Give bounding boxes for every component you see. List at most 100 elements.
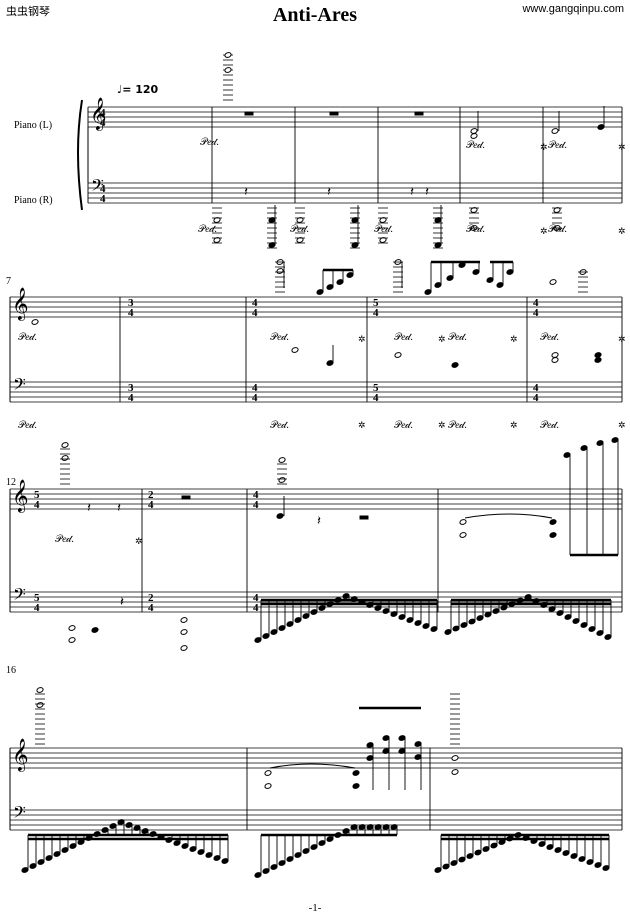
notehead (342, 828, 350, 834)
notehead (551, 357, 559, 363)
pedal-mark: 𝒫𝑒𝒹. (374, 224, 393, 235)
pedal-release: ✲ (618, 226, 626, 236)
pedal-release: ✲ (618, 142, 626, 152)
notehead (451, 769, 459, 775)
notehead (551, 128, 559, 134)
time-signature: 4 (252, 297, 258, 309)
notehead (276, 513, 284, 519)
pedal-mark: 𝒫𝑒𝒹. (466, 224, 485, 235)
half-rest (359, 515, 369, 520)
time-signature: 4 (148, 499, 154, 511)
time-signature: 4 (373, 307, 379, 319)
notehead (68, 637, 76, 643)
notehead (31, 319, 39, 325)
page-number: -1- (308, 902, 322, 914)
quarter-rest: 𝄽 (327, 184, 331, 199)
notehead (394, 352, 402, 358)
time-signature: 5 (373, 382, 379, 394)
pedal-mark: 𝒫𝑒𝒹. (540, 420, 559, 431)
time-signature: 2 (148, 489, 154, 501)
pedal-release: ✲ (438, 334, 446, 344)
instrument-label-upper: Piano (L) (14, 120, 53, 131)
time-signature: 2 (148, 592, 154, 604)
time-signature: 4 (253, 499, 259, 511)
pedal-release: ✲ (618, 420, 626, 430)
measure-number-16: 16 (6, 665, 16, 676)
notehead (109, 823, 117, 829)
notehead (563, 452, 571, 458)
quarter-rest: 𝄽 (117, 500, 121, 515)
time-signature: 4 (533, 307, 539, 319)
time-signature: 4 (100, 117, 106, 129)
treble-clef: 𝄞 (12, 480, 29, 513)
notehead (352, 783, 360, 789)
notehead (580, 445, 588, 451)
notehead (352, 770, 360, 776)
quarter-rest: 𝄽 (410, 184, 414, 199)
notehead (180, 617, 188, 623)
pedal-mark: 𝒫𝑒𝒹. (270, 420, 289, 431)
half-rest (329, 111, 339, 116)
notehead (594, 357, 602, 363)
pedal-release: ✲ (540, 226, 548, 236)
pedal-mark: 𝒫𝑒𝒹. (290, 224, 309, 235)
quarter-rest: 𝄽 (244, 184, 248, 199)
notehead (451, 755, 459, 761)
pedal-mark: 𝒫𝑒𝒹. (548, 140, 567, 151)
notehead (61, 442, 69, 448)
notehead (276, 268, 284, 274)
pedal-mark: 𝒫𝑒𝒹. (270, 332, 289, 343)
notehead (611, 437, 619, 443)
measure-number-12: 12 (6, 477, 16, 488)
time-signature: 4 (100, 183, 106, 195)
pedal-release: ✲ (135, 536, 143, 546)
notehead (278, 457, 286, 463)
notehead (342, 593, 350, 599)
bass-clef: 𝄢 (13, 804, 26, 826)
notehead (180, 645, 188, 651)
bass-clef: 𝄢 (13, 586, 26, 608)
treble-clef: 𝄞 (12, 288, 29, 321)
pedal-mark: 𝒫𝑒𝒹. (466, 140, 485, 151)
time-signature: 4 (252, 392, 258, 404)
notehead (117, 819, 125, 825)
time-signature: 4 (128, 307, 134, 319)
pedal-mark: 𝒫𝑒𝒹. (448, 420, 467, 431)
site-url: www.gangqinpu.com (522, 3, 624, 15)
quarter-rest: 𝄽 (317, 513, 321, 528)
notehead (224, 52, 232, 58)
tempo-marking: ♩= 120 (117, 83, 159, 96)
quarter-rest: 𝄽 (120, 594, 124, 609)
notehead (366, 824, 374, 830)
notehead (451, 362, 459, 368)
pedal-mark: 𝒫𝑒𝒹. (548, 224, 567, 235)
instrument-label-lower: Piano (R) (14, 195, 53, 206)
time-signature: 4 (252, 307, 258, 319)
time-signature: 5 (373, 297, 379, 309)
notehead (141, 828, 149, 834)
pedal-mark: 𝒫𝑒𝒹. (448, 332, 467, 343)
time-signature: 5 (34, 592, 40, 604)
system-brace (77, 99, 83, 211)
site-name-left: 虫虫钢琴 (6, 5, 50, 18)
pedal-mark: 𝒫𝑒𝒹. (55, 534, 74, 545)
notehead (549, 532, 557, 538)
pedal-release: ✲ (618, 334, 626, 344)
notehead (91, 627, 99, 633)
time-signature: 4 (253, 602, 259, 614)
notehead (398, 735, 406, 741)
notehead (390, 824, 398, 830)
notehead (36, 687, 44, 693)
time-signature: 4 (100, 193, 106, 205)
notehead (278, 477, 286, 483)
notehead (61, 455, 69, 461)
score-title: Anti-Ares (272, 4, 358, 26)
pedal-release: ✲ (540, 142, 548, 152)
notehead (125, 822, 133, 828)
bass-clef: 𝄢 (13, 376, 26, 398)
pedal-mark: 𝒫𝑒𝒹. (200, 137, 219, 148)
notehead (133, 825, 141, 831)
time-signature: 4 (373, 392, 379, 404)
time-signature: 4 (533, 297, 539, 309)
